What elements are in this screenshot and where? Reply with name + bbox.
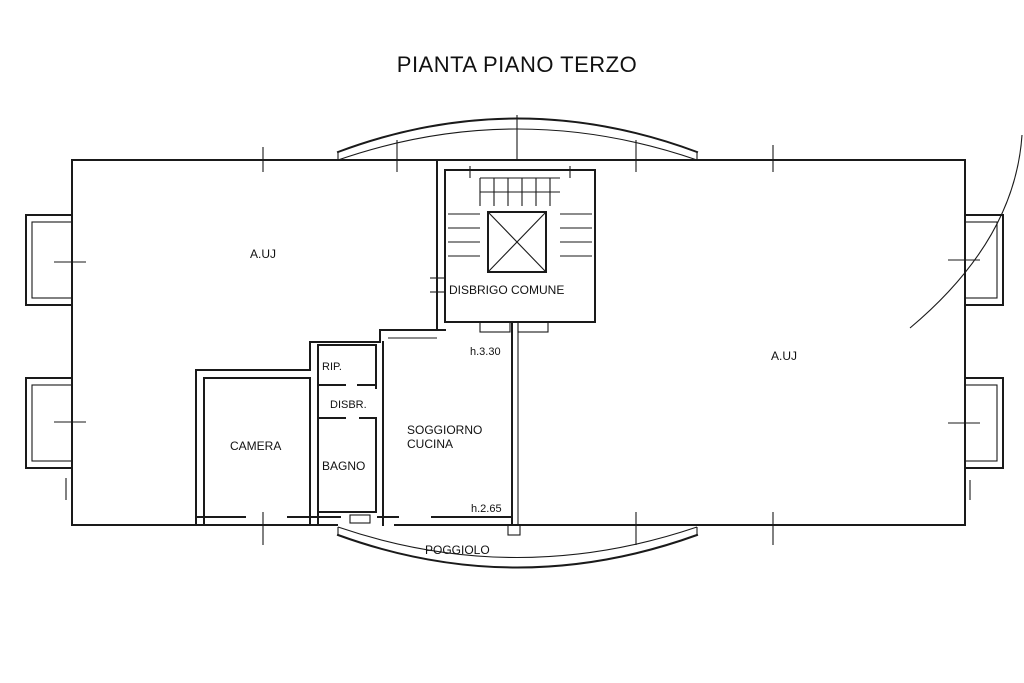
soggiorno-label: SOGGIORNO <box>407 423 482 437</box>
height-upper-label: h.3.30 <box>470 346 501 358</box>
disbrigo-comune-label: DISBRIGO COMUNE <box>449 283 564 297</box>
left-balconies <box>25 214 73 469</box>
apartment-walls <box>195 329 521 536</box>
plan-title: PIANTA PIANO TERZO <box>397 52 637 77</box>
stair-core <box>430 159 596 526</box>
bagno-label: BAGNO <box>322 459 365 473</box>
camera-label: CAMERA <box>230 439 281 453</box>
cucina-label: CUCINA <box>407 437 453 451</box>
poggiolo-label: POGGIOLO <box>425 543 490 557</box>
upper-balcony <box>336 115 699 161</box>
aui-right-label: A.UJ <box>771 349 797 363</box>
sketch-arc <box>909 134 1023 329</box>
disbr-label: DISBR. <box>330 399 367 411</box>
right-balconies <box>964 214 1004 469</box>
height-lower-label: h.2.65 <box>471 503 502 515</box>
room-labels: A.UJ A.UJ DISBRIGO COMUNE RIP. DISBR. CA… <box>230 247 797 557</box>
rip-label: RIP. <box>322 361 342 373</box>
poggiolo-balcony <box>336 526 699 569</box>
aui-left-label: A.UJ <box>250 247 276 261</box>
window-marks <box>54 140 980 545</box>
